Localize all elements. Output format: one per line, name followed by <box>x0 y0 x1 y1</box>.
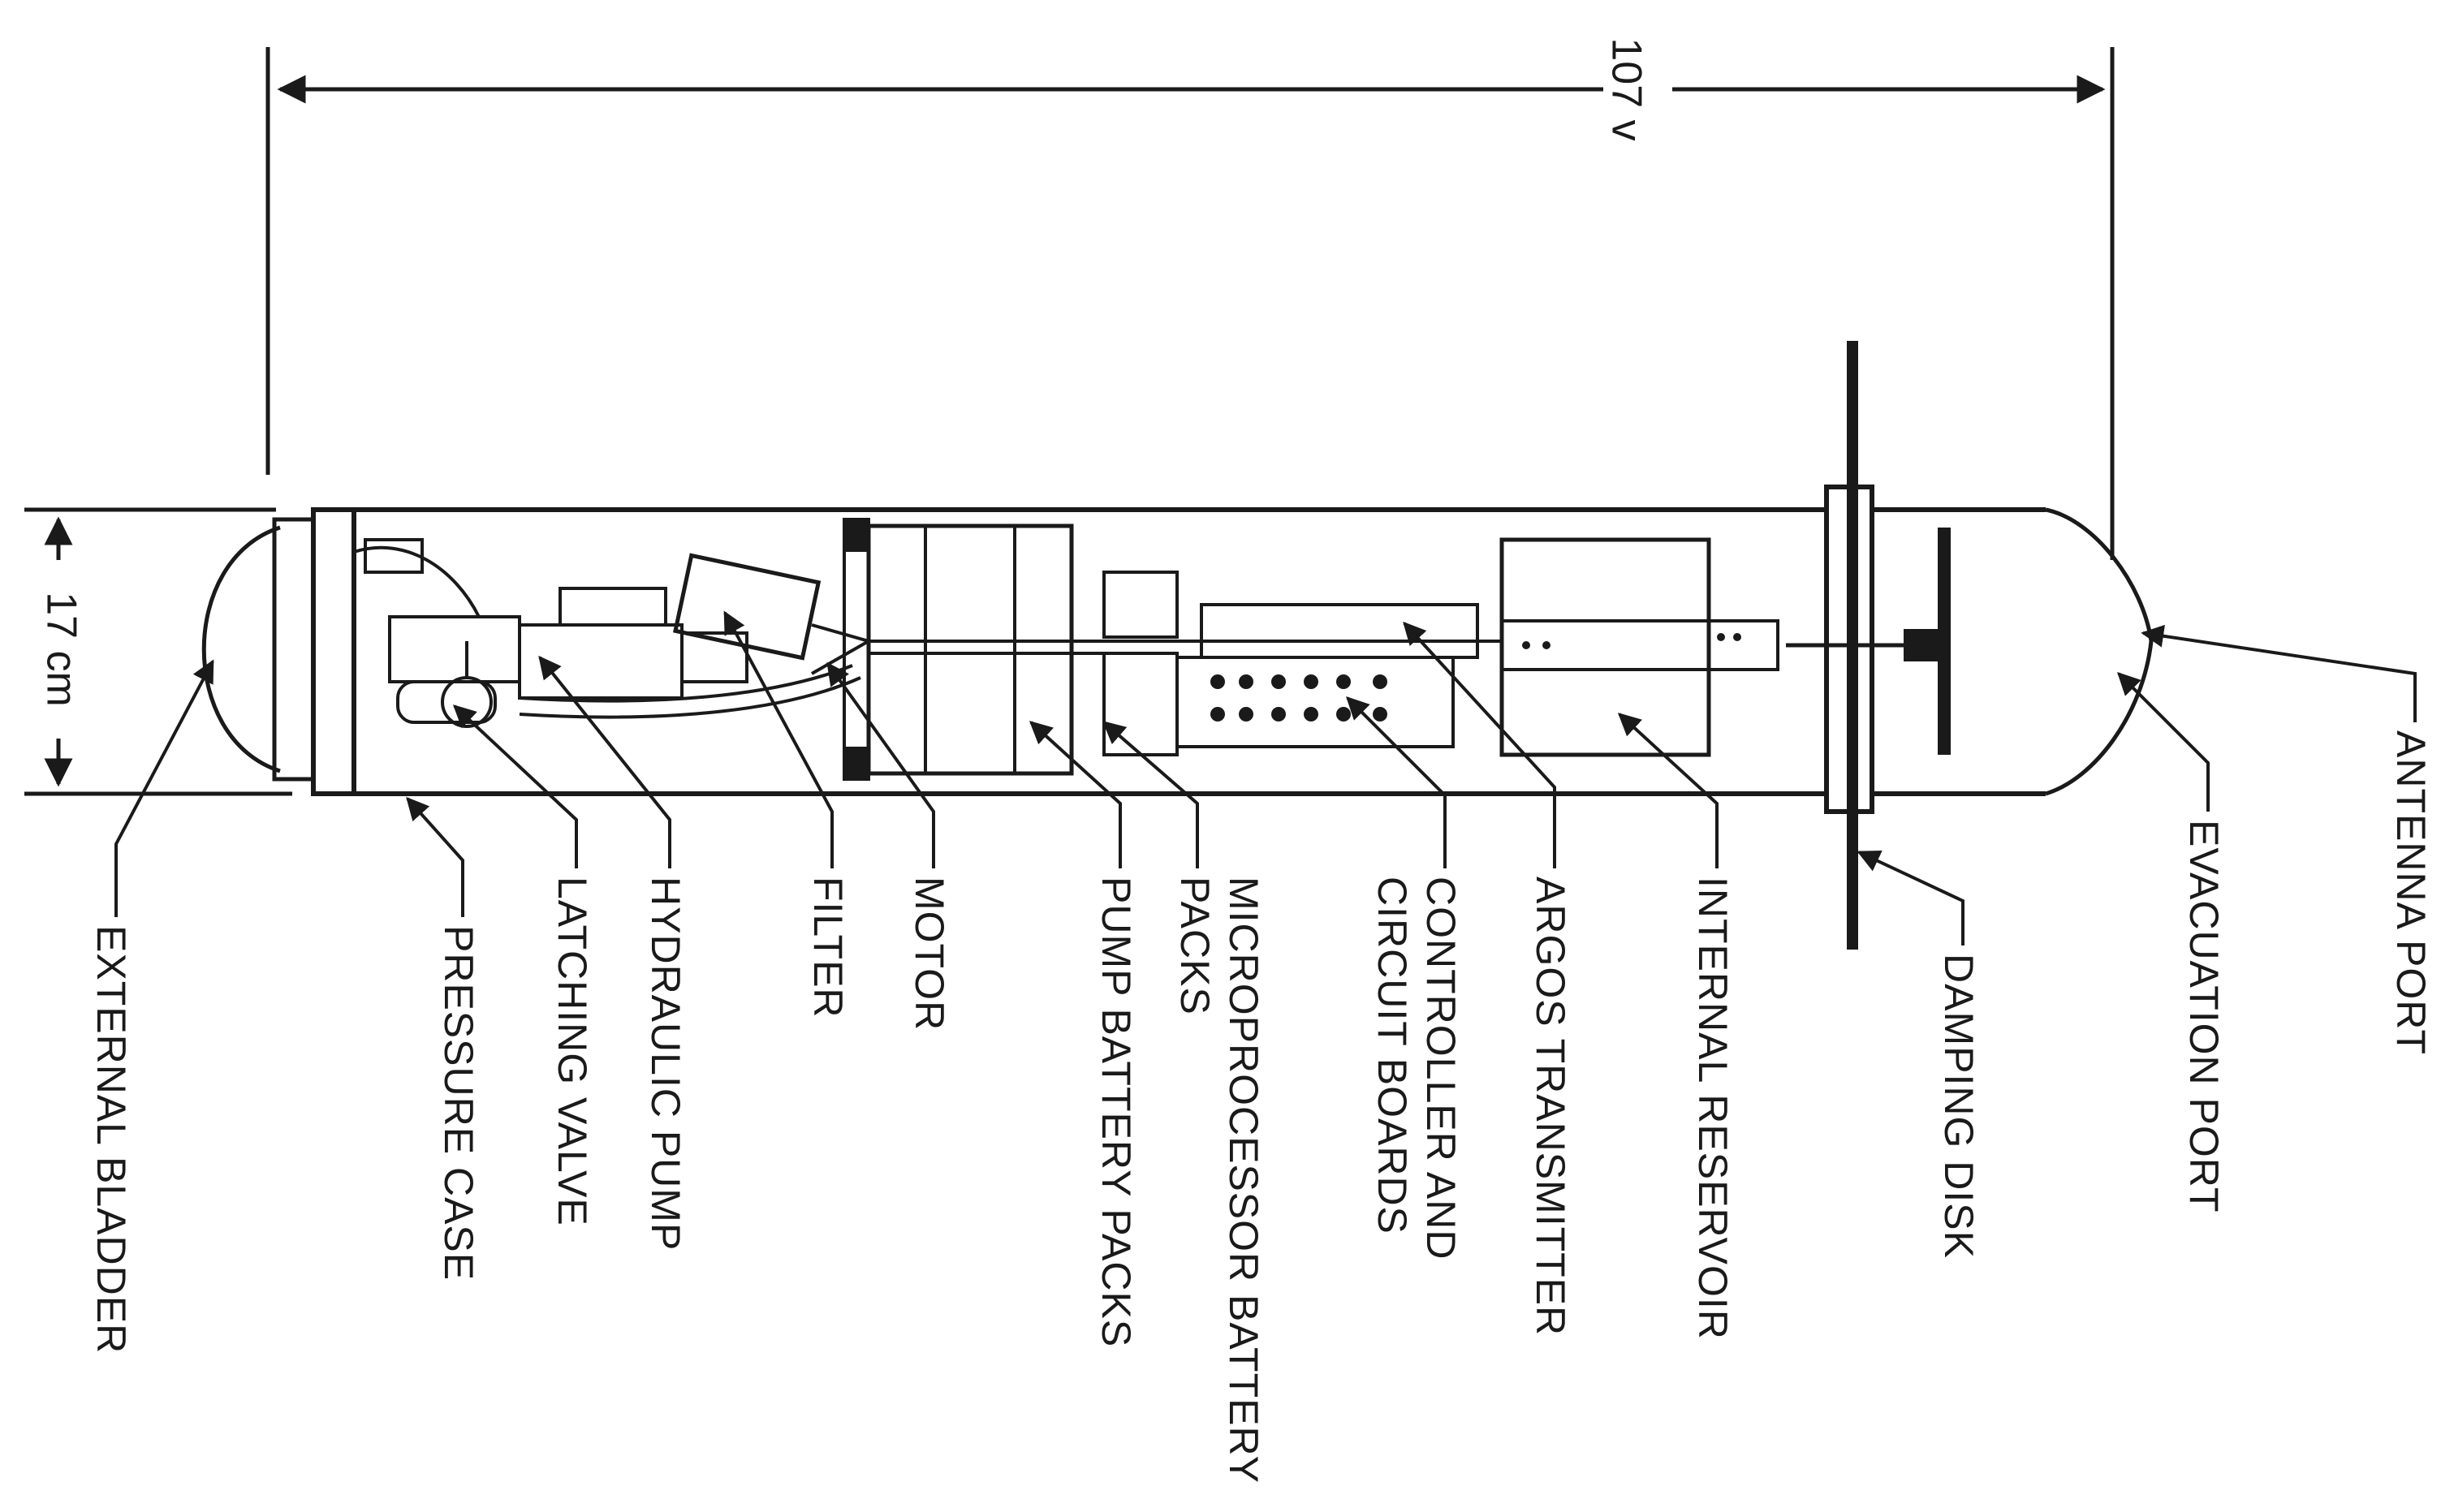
motor-cone <box>811 623 873 675</box>
pump-top <box>559 587 667 627</box>
leader-latching-valve <box>452 704 578 868</box>
latching-valve-body <box>396 680 497 724</box>
diameter-dimension: 17 cm <box>24 507 292 796</box>
float-hull <box>201 341 2154 950</box>
hydraulic-hose <box>519 664 853 703</box>
label-latching-valve: LATCHING VALVE <box>550 877 595 1226</box>
component-labels: EXTERNAL BLADDER PRESSURE CASE LATCHING … <box>88 730 2434 1484</box>
label-pump-battery-packs: PUMP BATTERY PACKS <box>1093 877 1139 1347</box>
leader-microprocessor-battery <box>1102 721 1199 868</box>
leader-motor <box>826 661 935 868</box>
length-label: 107 v <box>1602 37 1650 140</box>
label-controller-1: CONTROLLER AND <box>1418 877 1464 1260</box>
reservoir-bar <box>1500 619 1779 671</box>
label-evacuation-port: EVACUATION PORT <box>2181 820 2227 1213</box>
pump-battery-packs <box>866 523 1074 776</box>
leader-filter <box>723 610 834 868</box>
label-microprocessor-battery-1: MICROPROCESSOR BATTERY <box>1221 877 1266 1484</box>
label-microprocessor-battery-2: PACKS <box>1172 877 1218 1015</box>
leader-damping-disk <box>1857 851 1964 946</box>
label-motor: MOTOR <box>907 877 952 1031</box>
internal-reservoir <box>1499 537 1711 757</box>
pump-body <box>388 615 521 683</box>
label-external-bladder: EXTERNAL BLADDER <box>88 925 134 1354</box>
bladder-hose <box>353 545 520 618</box>
valve-block <box>364 538 424 574</box>
leader-pump-battery-packs <box>1029 721 1122 868</box>
bladder-flange <box>272 517 316 782</box>
leader-controller-boards <box>1346 696 1447 868</box>
controller-boards <box>1175 656 1455 748</box>
leader-argos-transmitter <box>1403 621 1556 868</box>
internal-components <box>353 518 1779 781</box>
label-pressure-case: PRESSURE CASE <box>436 925 481 1281</box>
microprocessor-battery-top <box>1102 571 1179 639</box>
length-dimension: 107 v <box>265 37 2115 560</box>
label-antenna-port: ANTENNA PORT <box>2388 730 2434 1055</box>
circuit-components <box>1210 674 1387 722</box>
external-bladder-dome <box>201 525 281 773</box>
label-argos-transmitter: ARGOS TRANSMITTER <box>1528 877 1573 1336</box>
leader-external-bladder <box>114 659 214 917</box>
microprocessor-battery-packs <box>1102 652 1179 756</box>
pump-coupling <box>680 631 748 683</box>
label-internal-reservoir: INTERNAL RESERVOIR <box>1690 877 1736 1340</box>
diameter-label: 17 cm <box>37 592 84 707</box>
filter <box>673 553 822 661</box>
label-damping-disk: DAMPING DISK <box>1936 954 1982 1259</box>
argos-transmitter <box>1200 603 1479 659</box>
leader-pressure-case <box>406 796 464 917</box>
antenna-base <box>1904 629 1944 661</box>
leader-evacuation-port <box>2117 672 2210 812</box>
leader-internal-reservoir <box>1617 713 1719 868</box>
label-filter: FILTER <box>805 877 851 1019</box>
end-cap-left <box>311 507 356 796</box>
leader-lines <box>114 610 2417 946</box>
label-hydraulic-pump: HYDRAULIC PUMP <box>643 877 688 1251</box>
antenna-dome <box>2045 507 2154 796</box>
leader-hydraulic-pump <box>538 655 671 868</box>
leader-antenna-port <box>2141 624 2417 722</box>
label-controller-2: CIRCUIT BOARDS <box>1369 877 1415 1234</box>
